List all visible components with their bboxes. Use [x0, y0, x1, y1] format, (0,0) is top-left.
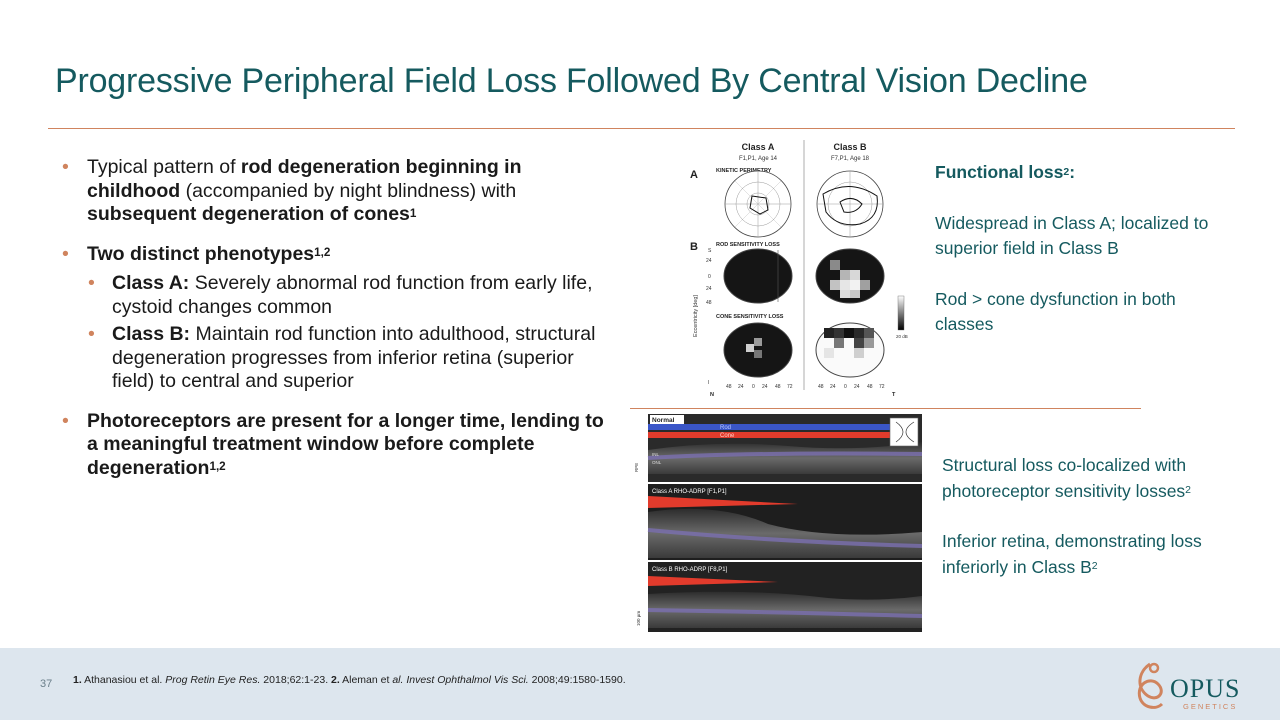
- structural-loss-note: Structural loss co-localized with photor…: [942, 453, 1242, 580]
- x-tick-label: 72: [787, 384, 793, 390]
- x-tick-label: 48: [775, 384, 781, 390]
- class-a-perimetry-plot: [724, 170, 792, 238]
- citation: 1,2: [209, 460, 226, 473]
- nasal-label: N: [710, 392, 714, 398]
- x-tick-label: 24: [738, 384, 744, 390]
- onl-label: ONL: [652, 460, 662, 465]
- x-tick-label: 24: [762, 384, 768, 390]
- class-b-rod-map: [815, 248, 885, 304]
- y-tick-label: I: [708, 380, 709, 386]
- x-tick-label: 0: [752, 384, 755, 390]
- bullet-emphasis: subsequent degeneration of cones: [87, 203, 410, 225]
- panel-a-label: A: [690, 169, 698, 181]
- rod-sensitivity-label: ROD SENSITIVITY LOSS: [716, 242, 780, 248]
- cone-sensitivity-label: CONE SENSITIVITY LOSS: [716, 314, 784, 320]
- functional-loss-note: Functional loss2: Widespread in Class A;…: [935, 160, 1235, 338]
- y-tick-label: S: [708, 248, 712, 254]
- oct-class-a-panel: Class A RHO-ADRP [F1,P1]: [647, 484, 923, 560]
- class-a-cone-map: [723, 322, 793, 378]
- sub-bullet-class-b: Class B: Maintain rod function into adul…: [62, 323, 607, 394]
- page-number: 37: [40, 678, 53, 690]
- footer-bar: 37 1. Athanasiou et al. Prog Retin Eye R…: [0, 648, 1280, 720]
- citation: 1: [409, 206, 417, 220]
- x-tick-label: 48: [726, 384, 732, 390]
- sub-bullet-class-a: Class A: Severely abnormal rod function …: [62, 272, 607, 319]
- cone-label: Cone: [720, 433, 735, 439]
- bullet-emphasis: rod degeneration beginning in childhood: [87, 156, 522, 202]
- class-b-cone-map: [815, 322, 885, 378]
- opus-genetics-logo: OPUS GENETICS: [1128, 658, 1258, 718]
- inferior-retina-text: Inferior retina, demonstrating loss infe…: [942, 531, 1202, 577]
- class-a-subheading: F1,P1, Age 14: [739, 156, 778, 162]
- y-tick-label: 48: [706, 300, 712, 306]
- logo-subtext: GENETICS: [1183, 702, 1238, 711]
- bullet-rod-degeneration: Typical pattern of rod degeneration begi…: [62, 156, 607, 227]
- class-b-heading: Class B: [833, 142, 867, 152]
- grayscale-legend-bar: [897, 295, 905, 331]
- slide-title: Progressive Peripheral Field Loss Follow…: [55, 62, 1088, 100]
- rod-cone-text: Rod > cone dysfunction in both classes: [935, 288, 1176, 335]
- x-tick-label: 48: [818, 384, 824, 390]
- figure-divider-line: [630, 408, 1141, 409]
- panel-b-label: B: [690, 241, 698, 253]
- title-divider: [48, 128, 1235, 129]
- references: 1. Athanasiou et al. Prog Retin Eye Res.…: [73, 674, 626, 686]
- bullet-text: Maintain rod function into adulthood, st…: [112, 323, 596, 392]
- rod-label: Rod: [720, 425, 731, 431]
- bullet-text: Severely abnormal rod function from earl…: [112, 272, 593, 318]
- logo-mark-icon: [1137, 662, 1164, 709]
- inl-label: INL: [652, 452, 660, 457]
- bullet-emphasis: Photoreceptors are present for a longer …: [87, 409, 604, 479]
- oct-normal-panel: Normal Rod Cone INL ONL RPE: [634, 414, 923, 482]
- x-tick-label: 0: [844, 384, 847, 390]
- x-tick-label: 72: [879, 384, 885, 390]
- logo-wordmark: OPUS: [1170, 674, 1241, 703]
- scale-bar-label: 100 µm: [636, 611, 641, 626]
- temporal-label: T: [892, 392, 896, 398]
- functional-loss-text: Widespread in Class A; localized to supe…: [935, 212, 1209, 259]
- normal-label: Normal: [652, 417, 675, 424]
- class-b-perimetry-plot: [816, 170, 884, 238]
- bullet-emphasis: Class B:: [112, 323, 191, 345]
- citation: 1,2: [314, 246, 331, 259]
- rpe-label: RPE: [634, 463, 639, 472]
- bullet-photoreceptors: Photoreceptors are present for a longer …: [62, 410, 607, 481]
- y-tick-label: 24: [706, 258, 712, 264]
- scale-label: 20 dB: [896, 334, 908, 339]
- class-a-heading: Class A: [742, 142, 775, 152]
- cone-bar: [648, 432, 902, 438]
- y-tick-label: 0: [708, 274, 711, 280]
- y-tick-label: 24: [706, 286, 712, 292]
- x-tick-label: 48: [867, 384, 873, 390]
- oct-scan-figure: Normal Rod Cone INL ONL RPE Class A RHO-…: [628, 412, 924, 634]
- y-axis-label: Eccentricity [deg]: [693, 295, 699, 337]
- x-tick-label: 24: [830, 384, 836, 390]
- class-b-subheading: F7,P1, Age 18: [831, 156, 870, 162]
- bullet-text: (accompanied by night blindness) with: [180, 179, 517, 202]
- bullet-emphasis: Class A:: [112, 272, 190, 294]
- oct-class-b-panel: Class B RHO-ADRP [F8,P1] 100 µm: [636, 562, 923, 632]
- bullet-text: Typical pattern of: [87, 156, 241, 178]
- structural-loss-text: Structural loss co-localized with photor…: [942, 455, 1192, 501]
- bullet-list: Typical pattern of rod degeneration begi…: [62, 156, 607, 496]
- functional-loss-title: Functional loss2:: [935, 162, 1076, 182]
- rod-bar: [648, 424, 902, 430]
- bullet-emphasis: Two distinct phenotypes: [87, 242, 315, 265]
- class-b-oct-label: Class B RHO-ADRP [F8,P1]: [652, 567, 728, 573]
- class-a-oct-label: Class A RHO-ADRP [F1,P1]: [652, 489, 727, 495]
- bullet-phenotypes: Two distinct phenotypes1,2: [62, 243, 607, 267]
- x-tick-label: 24: [854, 384, 860, 390]
- kinetic-perimetry-label: KINETIC PERIMETRY: [716, 168, 772, 174]
- class-a-rod-map: [723, 248, 793, 304]
- sensitivity-figure: Class A F1,P1, Age 14 Class B F7,P1, Age…: [680, 138, 912, 400]
